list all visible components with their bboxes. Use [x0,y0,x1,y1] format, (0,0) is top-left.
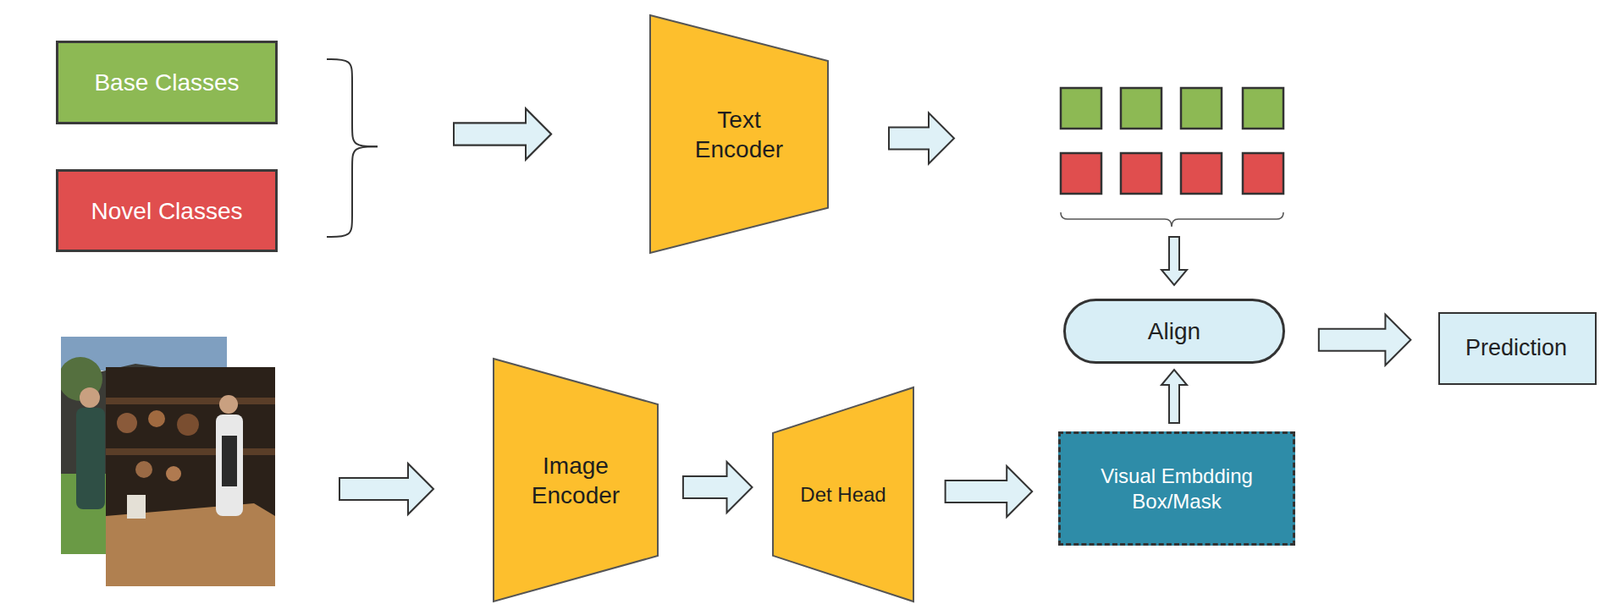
flow-connector [945,466,1033,518]
base-embedding [1120,88,1162,129]
trapezoid-fill [650,15,828,254]
node-label: Base Classes [93,67,239,98]
align-step: Align [1063,298,1286,365]
trapezoid-fill [772,387,914,602]
novel-embedding [1120,153,1162,194]
photo-jar [126,495,146,519]
trapezoid-outline [650,15,828,254]
trapezoid-outline [493,358,658,602]
group-bracket [1060,212,1284,227]
photo-pot [148,410,166,428]
text-embedding-squares [1060,88,1284,194]
photo-person-body [76,408,105,510]
node-label: Image Encoder [520,451,631,511]
photo-pot [116,413,138,434]
base-embedding [1180,88,1222,129]
novel-embedding [1060,153,1102,194]
node-label: Visual Embdding [1100,463,1253,490]
encoder-block: Text Encoder [650,15,828,254]
node-label: Det Head [800,482,886,508]
photo-wall [105,367,276,587]
novel-embedding [1180,153,1222,194]
flow-connector [326,109,552,238]
photo-shelf [105,448,276,456]
block-arrow [683,462,753,514]
encoder-block: Image Encoder [493,358,658,602]
photo-pot [176,413,199,436]
block-arrow [1318,314,1412,366]
class-box: Base Classes [55,40,278,125]
photo-person-apron [221,435,238,487]
detection-head: Det Head [772,387,914,602]
flow-connector [888,113,1187,287]
photo-person-head [219,395,238,414]
embedding-box: Visual EmbddingBox/Mask [1058,431,1296,547]
node-label: Prediction [1465,334,1567,364]
photo-person-head [79,387,100,409]
block-arrow [888,113,955,165]
block-arrow [1161,237,1187,286]
base-embedding [1242,88,1284,129]
input-arrow [339,463,434,515]
photo-pot [135,461,153,479]
merge-brace [326,59,378,147]
node-label: Text Encoder [684,104,795,165]
node-label: Novel Classes [91,196,243,227]
block-arrow [1161,369,1187,424]
flow-connector [1318,314,1412,366]
block-arrow [453,109,552,160]
prediction-box: Prediction [1438,312,1597,386]
novel-embedding [1242,153,1284,194]
photo-kitchen [105,367,276,587]
node-label: Align [1147,316,1201,347]
flow-connector [1161,369,1187,424]
merge-brace [326,146,378,238]
class-box: Novel Classes [55,169,278,253]
node-label: Box/Mask [1131,489,1221,515]
flow-connector [683,462,753,514]
photo-shelf [105,397,276,405]
photo-person-coat [215,414,243,517]
block-arrow [945,466,1033,518]
photo-pot [165,466,182,482]
base-embedding [1060,88,1102,129]
flow-connector [326,59,552,160]
trapezoid-fill [493,358,658,602]
block-arrow [453,109,552,160]
